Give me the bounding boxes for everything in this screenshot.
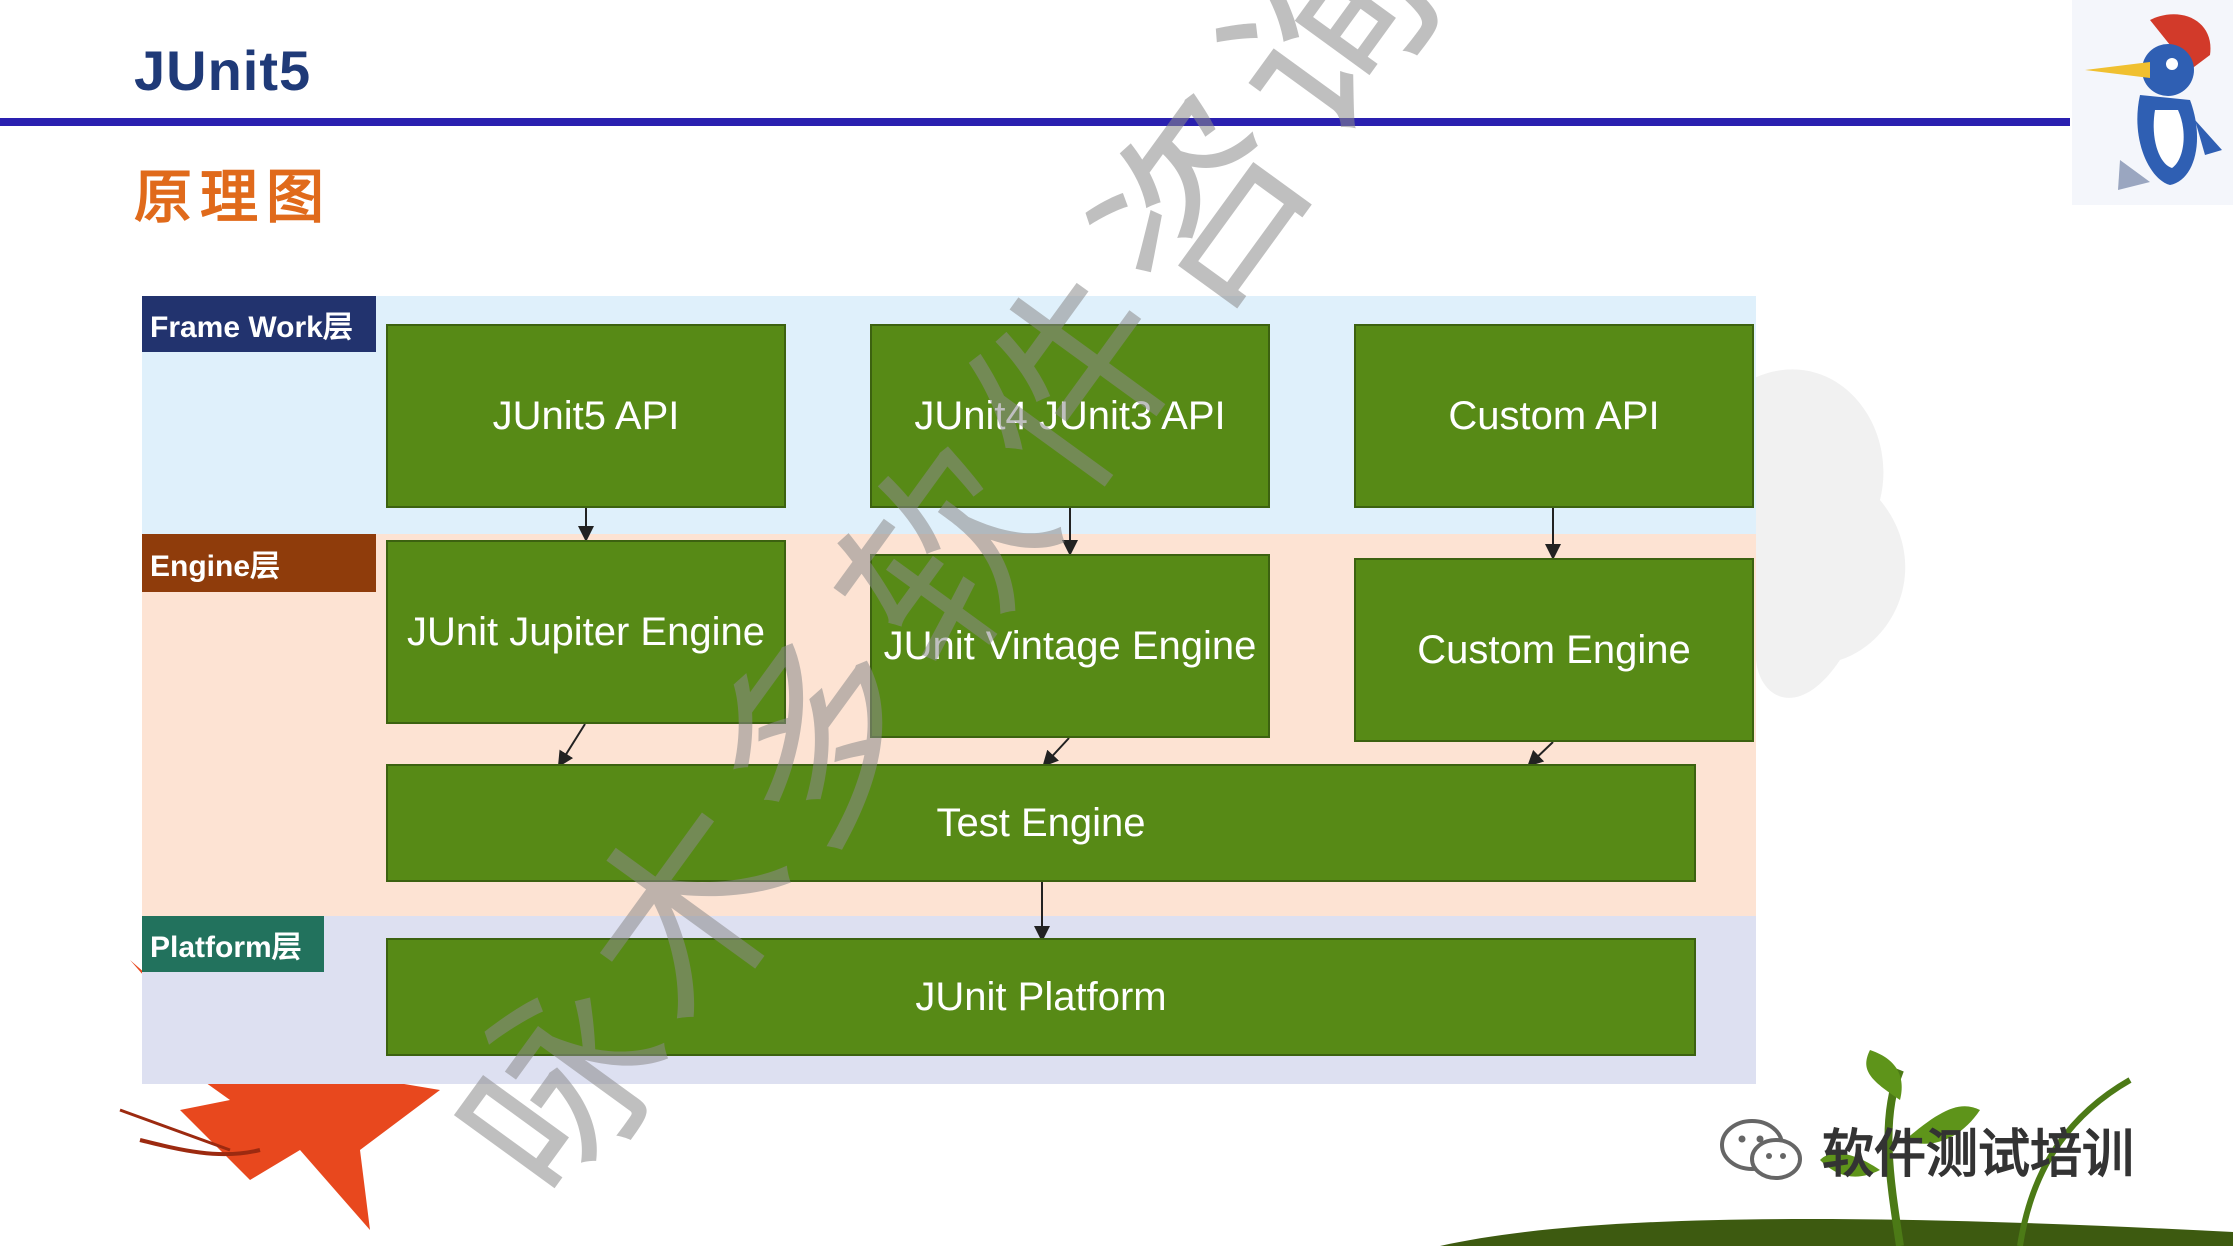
framework-layer-label: Frame Work层: [142, 296, 376, 352]
map-silhouette: [1750, 369, 1906, 698]
junit5-api-box: JUnit5 API: [386, 324, 786, 508]
slide-title: JUnit5: [134, 39, 312, 102]
custom-api-box: Custom API: [1354, 324, 1754, 508]
custom-engine-box: Custom Engine: [1354, 558, 1754, 742]
test-engine-box: Test Engine: [386, 764, 1696, 882]
wechat-icon: [1720, 1118, 1802, 1180]
wechat-account-name: 软件测试培训: [1822, 1125, 2135, 1185]
arrow-jupiter-to-test-engine: [557, 723, 586, 768]
wechat-account-tag: 软件测试培训: [1720, 1112, 2134, 1187]
junit4-junit3-api-box: JUnit4 JUnit3 API: [870, 324, 1270, 508]
junit-platform-box: JUnit Platform: [386, 938, 1696, 1056]
jupiter-engine-box: JUnit Jupiter Engine: [386, 540, 786, 724]
arrow-vintage-to-test-engine: [1042, 737, 1070, 767]
woodpecker-mascot-icon: [2072, 0, 2233, 205]
arrow-custom-engine-to-test-engine: [1527, 741, 1554, 767]
title-divider: [0, 118, 2070, 126]
engine-layer-label: Engine层: [142, 534, 376, 592]
slide-subtitle: 原理图: [134, 163, 333, 231]
maple-leaf-icon: [119, 960, 440, 1230]
vintage-engine-box: JUnit Vintage Engine: [870, 554, 1270, 738]
plant-decoration-icon: [1440, 1050, 2233, 1246]
platform-layer-label: Platform层: [142, 916, 324, 972]
